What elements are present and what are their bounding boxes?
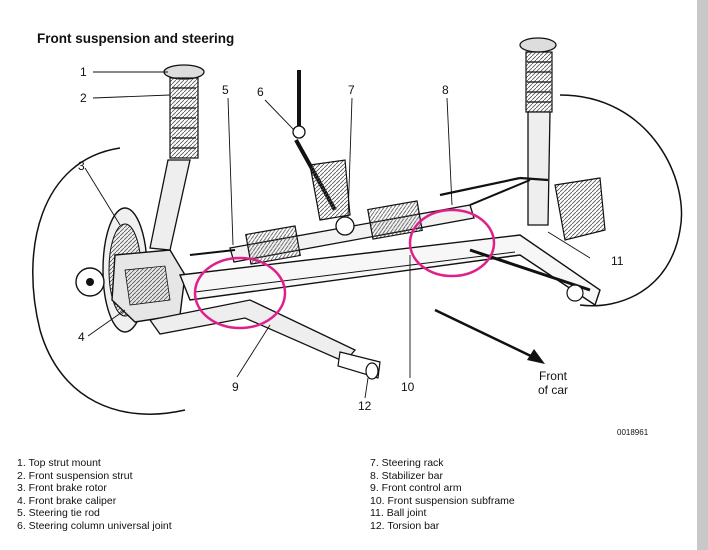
callout-11: 11	[611, 254, 624, 268]
tie-rod	[189, 249, 236, 256]
callout-8: 8	[442, 83, 449, 97]
diagram-title: Front suspension and steering	[37, 31, 235, 46]
legend-item: 7. Steering rack	[370, 457, 444, 469]
legend-item: 3. Front brake rotor	[17, 482, 107, 494]
callout-7: 7	[348, 83, 355, 97]
legend-item: 2. Front suspension strut	[17, 469, 133, 482]
page-edge	[697, 0, 708, 550]
legend-item: 1. Top strut mount	[17, 457, 101, 469]
right-wheel	[559, 94, 683, 307]
callout-9: 9	[232, 380, 239, 394]
front-direction-arrow	[434, 308, 545, 364]
callout-6: 6	[257, 85, 264, 99]
legend-item: 10. Front suspension subframe	[370, 494, 515, 507]
front-of-car-label: Front of car	[530, 369, 576, 397]
highlight-circle-right	[408, 208, 496, 278]
right-caliper	[554, 177, 606, 241]
legend-item: 9. Front control arm	[370, 482, 462, 494]
legend-right: 7. Steering rack 8. Stabilizer bar 9. Fr…	[370, 457, 515, 532]
steering-rack	[189, 179, 531, 265]
legend-item: 12. Torsion bar	[370, 519, 440, 532]
legend-item: 5. Steering tie rod	[17, 507, 100, 519]
legend-left: 1. Top strut mount 2. Front suspension s…	[17, 457, 172, 532]
subframe	[179, 234, 601, 307]
highlight-circle-left	[193, 256, 287, 330]
steering-column	[292, 70, 351, 221]
front-of-car-label-line2: of car	[537, 383, 568, 397]
top-strut-mount	[163, 64, 205, 80]
callout-2: 2	[80, 91, 87, 105]
callout-3: 3	[78, 159, 85, 173]
control-arm	[148, 299, 381, 380]
leader-lines	[84, 71, 591, 399]
figure-code: 0018961	[617, 428, 649, 437]
callout-4: 4	[78, 330, 85, 344]
front-of-car-label-line1: Front	[538, 369, 567, 383]
callout-10: 10	[401, 380, 415, 394]
callout-5: 5	[222, 83, 229, 97]
legend-item: 8. Stabilizer bar	[370, 469, 443, 482]
stabilizer-bar	[439, 176, 549, 197]
callout-1: 1	[80, 65, 87, 79]
left-strut	[149, 64, 205, 251]
right-strut	[519, 37, 557, 226]
legend-item: 4. Front brake caliper	[17, 494, 117, 507]
callout-12: 12	[358, 399, 372, 413]
legend-item: 6. Steering column universal joint	[17, 519, 172, 532]
legend-item: 11. Ball joint	[370, 507, 427, 519]
